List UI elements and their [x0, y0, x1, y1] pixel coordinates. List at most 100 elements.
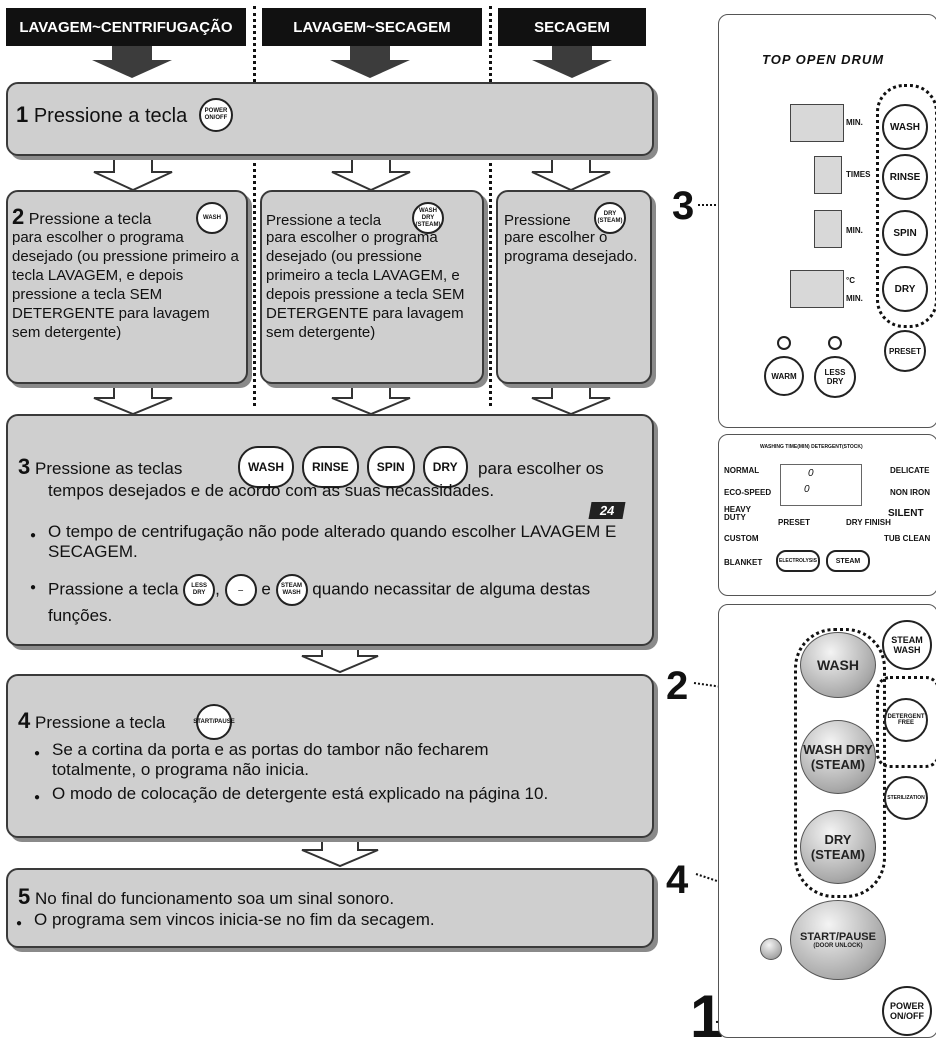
step1-label: Pressione a tecla [33, 105, 188, 127]
wash-time-button[interactable]: WASH [882, 104, 928, 150]
start-pause-sub: (DOOR UNLOCK) [813, 943, 863, 949]
step4-lead-text: Pressione a tecla [34, 713, 166, 732]
panel-middle [718, 434, 936, 596]
step3-bullet2-lead: Prassione a tecla [48, 579, 179, 599]
mid-right-2: SILENT [888, 508, 924, 519]
mid-preset: PRESET [778, 518, 811, 527]
step3-bullet1: O tempo de centrifugação não pode altera… [30, 522, 638, 562]
power-button-icon: POWER ON/OFF [199, 98, 233, 132]
wash-dry-course-button[interactable]: WASH DRY (STEAM) [800, 720, 876, 794]
door-lock-indicator [760, 938, 782, 960]
power-button[interactable]: POWER ON/OFF [882, 986, 932, 1036]
step2-col2-box [260, 190, 484, 384]
panel-bottom-highlight-right [876, 676, 936, 768]
label-min-2: MIN. [846, 226, 863, 235]
step3-buttons: WASH RINSE SPIN DRY [238, 446, 468, 488]
step3-bullet2-comma: , [215, 579, 220, 599]
step1-number: 1 [16, 102, 29, 127]
rinse-button[interactable]: RINSE [882, 154, 928, 200]
steam-wash-button[interactable]: STEAM WASH [882, 620, 932, 670]
mid-left-2: HEAVY DUTY [724, 505, 751, 522]
step1-text: 1 Pressione a tecla [16, 104, 187, 127]
mid-left-1: ECO-SPEED [724, 488, 772, 497]
preset-button[interactable]: PRESET [884, 330, 926, 372]
steam-wash-key-icon: STEAM WASH [275, 574, 308, 606]
steam-button[interactable]: STEAM [826, 550, 870, 572]
spin-key-icon: SPIN [366, 446, 415, 488]
electrolysis-button[interactable]: ELECTROLYSIS [776, 550, 820, 572]
wash-course-button[interactable]: WASH [800, 632, 876, 698]
callout-2: 2 [666, 664, 689, 708]
step4-bullet2: O modo de colocação de detergente está e… [34, 784, 572, 808]
step5-box [6, 868, 654, 948]
warm-led [777, 336, 791, 350]
step3-bullet2-and: e [261, 579, 271, 599]
step4-number: 4 [18, 708, 31, 733]
step4-lead: 4 Pressione a tecla [18, 710, 165, 733]
less-dry-led [828, 336, 842, 350]
mid-dry-finish: DRY FINISH [846, 518, 891, 527]
step5-bullet1: O programa sem vincos inicia-se no fim d… [16, 910, 634, 934]
step3-bullet2-tail: quando necassitar de alguma destas funçõ… [48, 579, 591, 625]
mid-display [780, 464, 862, 506]
step4-bullet1: Se a cortina da porta e as portas do tam… [34, 740, 572, 780]
step5-lead: 5 No final do funcionamento soa um sinal… [18, 886, 394, 909]
wash-key-icon: WASH [238, 446, 294, 488]
dry-key-icon: DRY [422, 446, 468, 488]
step2-col3-box [496, 190, 652, 384]
mid-right-3: TUB CLEAN [884, 534, 931, 543]
step2-col1-text: para escolher o programa desejado (ou pr… [12, 229, 239, 341]
spin-button[interactable]: SPIN [882, 210, 928, 256]
display-wash-time [790, 104, 844, 142]
separator-2 [489, 6, 492, 406]
step3-lead-text: Pressione as teclas [34, 459, 183, 478]
mid-digit-2: 0 [804, 484, 810, 495]
step2-col2-lead: Pressione a tecla [266, 212, 382, 229]
step2-col3-lead: Pressione [504, 212, 571, 229]
mid-digit-1: 0 [808, 468, 814, 479]
step3-lead: 3 Pressione as teclas [18, 456, 182, 479]
step5-number: 5 [18, 884, 31, 909]
step3-tail: para escolher os [478, 459, 604, 478]
label-celsius: °C [846, 276, 855, 285]
callout-3: 3 [672, 184, 695, 228]
start-pause-key-icon: START/PAUSE [193, 704, 235, 740]
header-dry: SECAGEM [498, 8, 646, 46]
dry-time-button[interactable]: DRY [882, 266, 928, 312]
less-dry-key-icon: LESS DRY [183, 574, 216, 606]
step2-number: 2 [12, 204, 25, 229]
step3-number: 3 [18, 454, 31, 479]
step2-col1-lead-text: Pressione a tecla [28, 211, 152, 228]
label-times: TIMES [846, 170, 871, 179]
step5-lead-text: No final do funcionamento soa um sinal s… [34, 889, 395, 908]
display-spin-time [814, 210, 842, 248]
rinse-key-icon: RINSE [302, 446, 359, 488]
dry-course-button[interactable]: DRY (STEAM) [800, 810, 876, 884]
header-wash-spin: LAVAGEM~CENTRIFUGAÇÃO [6, 8, 246, 46]
mid-left-0: NORMAL [724, 466, 760, 475]
step2-col2-text: para escolher o programa desejado (ou pr… [266, 229, 465, 341]
header-wash-dry: LAVAGEM~SECAGEM [262, 8, 482, 46]
wash-button-icon: WASH [196, 202, 228, 234]
display-dry [790, 270, 844, 308]
start-pause-label: START/PAUSE [800, 931, 876, 943]
label-min-1: MIN. [846, 118, 863, 127]
mid-right-1: NON IRON [890, 488, 930, 497]
step1-box [6, 82, 654, 156]
sterilization-button[interactable]: STERILIZATION [884, 776, 928, 820]
label-min-3: MIN. [846, 294, 863, 303]
panel-title: TOP OPEN DRUM [762, 52, 885, 67]
start-pause-button[interactable]: START/PAUSE (DOOR UNLOCK) [790, 900, 886, 980]
step2-col1-lead: 2 Pressione a tecla [12, 206, 151, 230]
mid-left-4: BLANKET [724, 558, 763, 567]
dry-button-icon: DRY (STEAM) [594, 202, 626, 234]
mid-header: WASHING TIME(MIN) DETERGENT(STOCK) [760, 444, 863, 450]
less-dry-button[interactable]: LESS DRY [814, 356, 856, 398]
detergent-free-button[interactable]: DETERGENT FREE [884, 698, 928, 742]
mid-left-3: CUSTOM [724, 534, 759, 543]
warm-button[interactable]: WARM [764, 356, 804, 396]
mid-right-0: DELICATE [890, 466, 930, 475]
step3-bullet2: Prassione a tecla LESS DRY, ━━ e STEAM W… [30, 574, 638, 626]
step2-col3-text: pare escolher o programa desejado. [504, 229, 638, 265]
